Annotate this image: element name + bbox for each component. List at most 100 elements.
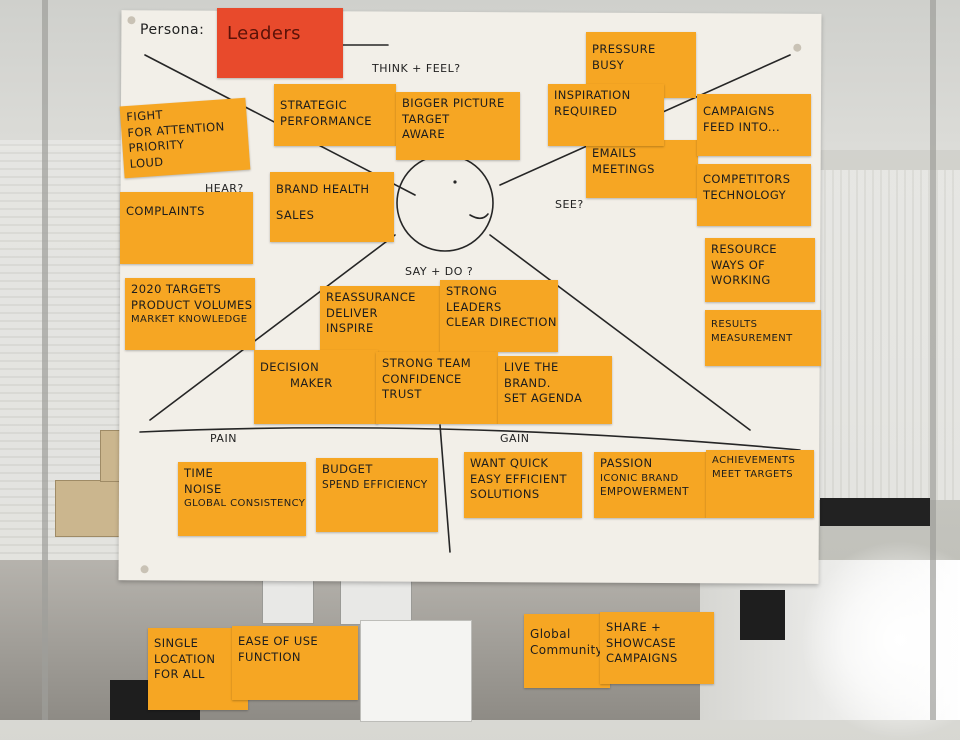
note-bigger-picture: BIGGER PICTURE TARGET AWARE bbox=[396, 92, 520, 160]
say-do-label: SAY + DO ? bbox=[405, 265, 474, 278]
note-line: MEETINGS bbox=[592, 161, 655, 176]
note-line: PERFORMANCE bbox=[280, 113, 372, 128]
note-complaints: COMPLAINTS bbox=[120, 192, 253, 264]
note-line: WANT QUICK bbox=[470, 456, 549, 470]
note-line: NOISE bbox=[184, 481, 222, 496]
computer-monitor bbox=[740, 590, 785, 640]
note-brand-health: BRAND HEALTH SALES bbox=[270, 172, 394, 242]
persona-name: Leaders bbox=[227, 23, 301, 44]
note-line: EASY EFFICIENT bbox=[470, 471, 567, 486]
note-line: TRUST bbox=[382, 387, 422, 402]
note-ease-of-use: EASE OF USE FUNCTION bbox=[232, 626, 358, 700]
note-share-showcase: SHARE + SHOWCASE CAMPAIGNS bbox=[600, 612, 714, 684]
note-line: LEADERS bbox=[446, 299, 502, 314]
note-line: SINGLE bbox=[154, 636, 199, 650]
glass-frame bbox=[42, 0, 48, 720]
hear-label: HEAR? bbox=[205, 182, 244, 195]
note-live-the-brand: LIVE THE BRAND. SET AGENDA bbox=[498, 356, 612, 424]
note-line: 2020 TARGETS bbox=[131, 282, 222, 296]
note-emails: EMAILS MEETINGS bbox=[586, 140, 698, 198]
head-circle bbox=[396, 154, 494, 252]
note-line: Community bbox=[530, 643, 604, 658]
note-line: TIME bbox=[184, 466, 214, 480]
note-line: SALES bbox=[276, 207, 315, 222]
note-line: INSPIRE bbox=[326, 321, 374, 336]
note-line: MARKET KNOWLEDGE bbox=[131, 314, 248, 326]
note-2020-targets: 2020 TARGETS PRODUCT VOLUMES MARKET KNOW… bbox=[125, 278, 255, 350]
persona-name-note: Leaders bbox=[217, 8, 343, 78]
note-line: ACHIEVEMENTS bbox=[712, 455, 796, 466]
note-line: BRAND. bbox=[504, 375, 551, 390]
see-label: SEE? bbox=[555, 198, 584, 211]
note-strong-leaders: STRONG LEADERS CLEAR DIRECTION bbox=[440, 280, 558, 352]
note-line: EMPOWERMENT bbox=[600, 486, 689, 499]
note-line: LIVE THE bbox=[504, 360, 559, 374]
note-line: SHARE + bbox=[606, 620, 662, 634]
note-line: FOR ALL bbox=[154, 667, 205, 682]
note-strong-team: STRONG TEAM CONFIDENCE TRUST bbox=[376, 352, 498, 424]
note-budget: BUDGET SPEND EFFICIENCY bbox=[316, 458, 438, 532]
note-line: SET AGENDA bbox=[504, 391, 583, 406]
note-line: FUNCTION bbox=[238, 649, 301, 664]
note-line: CAMPAIGNS bbox=[606, 651, 678, 666]
note-line: STRATEGIC bbox=[280, 98, 348, 112]
note-fight-for-attention: FIGHT FOR ATTENTION PRIORITY LOUD bbox=[119, 97, 251, 179]
note-single-location: SINGLE LOCATION FOR ALL bbox=[148, 628, 248, 710]
note-line: PRODUCT VOLUMES bbox=[131, 297, 253, 312]
note-line: EMAILS bbox=[592, 146, 637, 160]
note-reassurance: REASSURANCE DELIVER INSPIRE bbox=[320, 286, 442, 354]
persona-label: Persona: bbox=[140, 22, 205, 38]
note-line: BIGGER PICTURE bbox=[402, 96, 505, 110]
note-line: LOCATION bbox=[154, 651, 216, 666]
divider-line bbox=[489, 234, 751, 431]
note-campaigns: CAMPAIGNS FEED INTO... bbox=[697, 94, 811, 156]
note-line: CLEAR DIRECTION bbox=[446, 315, 557, 330]
note-line: STRONG bbox=[446, 284, 498, 298]
note-resource: RESOURCE WAYS OF WORKING bbox=[705, 238, 815, 302]
note-strategic: STRATEGIC PERFORMANCE bbox=[274, 84, 396, 146]
note-line: BUDGET bbox=[322, 462, 373, 476]
bag bbox=[820, 498, 930, 526]
note-line: AWARE bbox=[402, 127, 446, 142]
note-line: SPEND EFFICIENCY bbox=[322, 478, 428, 491]
note-line: WORKING bbox=[711, 273, 771, 288]
note-line: FEED INTO... bbox=[703, 119, 781, 134]
note-line: DECISION bbox=[260, 360, 320, 374]
think-feel-label: THINK + FEEL? bbox=[372, 62, 461, 75]
note-line: REASSURANCE bbox=[326, 290, 416, 304]
head-smile bbox=[469, 213, 489, 220]
note-line: COMPETITORS bbox=[703, 172, 791, 186]
note-line: MEASUREMENT bbox=[711, 332, 793, 344]
note-line: SHOWCASE bbox=[606, 635, 677, 650]
note-line: WAYS OF bbox=[711, 257, 766, 272]
note-line: INSPIRATION bbox=[554, 88, 631, 102]
note-achievements: ACHIEVEMENTS MEET TARGETS bbox=[706, 450, 814, 518]
pain-gain-line bbox=[139, 426, 801, 451]
printer bbox=[262, 580, 314, 624]
note-line: Global bbox=[530, 627, 571, 641]
note-line: PASSION bbox=[600, 456, 653, 470]
note-line: EASE OF USE bbox=[238, 634, 319, 648]
note-want-quick: WANT QUICK EASY EFFICIENT SOLUTIONS bbox=[464, 452, 582, 518]
note-competitors: COMPETITORS TECHNOLOGY bbox=[697, 164, 811, 226]
note-time-noise: TIME NOISE GLOBAL CONSISTENCY bbox=[178, 462, 306, 536]
note-line: TECHNOLOGY bbox=[703, 187, 787, 202]
note-results: RESULTS MEASUREMENT bbox=[705, 310, 821, 366]
note-line: COMPLAINTS bbox=[126, 204, 205, 218]
pain-label: PAIN bbox=[210, 432, 237, 445]
note-decision-maker: DECISION MAKER bbox=[254, 350, 378, 424]
note-line: MAKER bbox=[290, 375, 333, 390]
note-line: DELIVER bbox=[326, 305, 378, 320]
note-line: ICONIC BRAND bbox=[600, 472, 679, 484]
filing-cabinet bbox=[360, 620, 472, 722]
note-line: GLOBAL CONSISTENCY bbox=[184, 498, 306, 510]
divider-line bbox=[149, 234, 396, 421]
pain-gain-divider bbox=[439, 424, 451, 553]
note-line: RESULTS bbox=[711, 319, 758, 330]
note-line: PRESSURE bbox=[592, 42, 656, 56]
note-passion: PASSION ICONIC BRAND EMPOWERMENT bbox=[594, 452, 706, 518]
gain-label: GAIN bbox=[500, 432, 530, 445]
note-line: TARGET bbox=[402, 111, 450, 126]
note-line: BUSY bbox=[592, 57, 625, 72]
note-line: REQUIRED bbox=[554, 103, 618, 118]
